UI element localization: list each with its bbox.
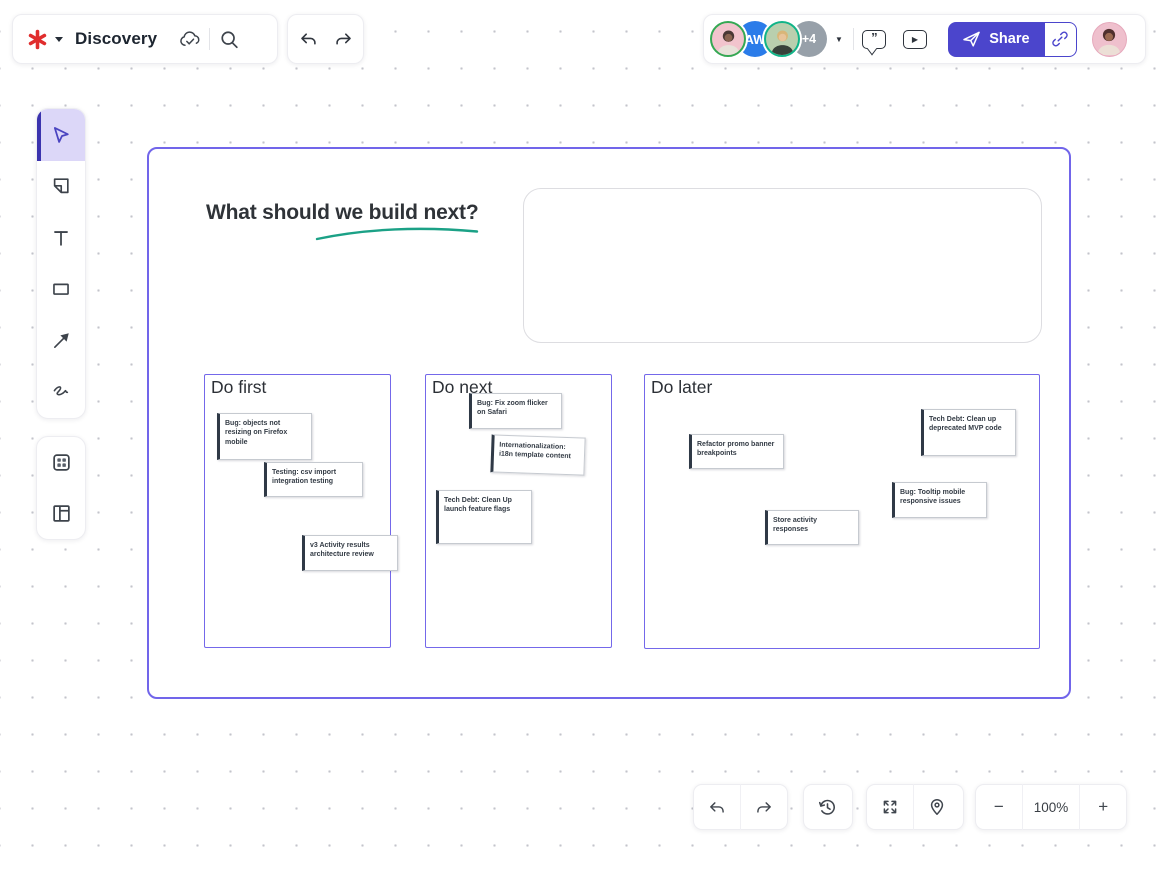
collaborators-dropdown-button[interactable]: ▼ [835, 34, 843, 44]
green-underline-stroke [314, 225, 480, 242]
divider [1021, 784, 1023, 830]
card[interactable]: Testing: csv import integration testing [264, 462, 363, 497]
bottom-undo-redo-card [693, 784, 788, 830]
divider [913, 784, 914, 830]
cloud-check-icon [178, 30, 202, 49]
collaboration-card: AW +4 ▼ ” ▶ [703, 14, 1146, 64]
search-button[interactable] [214, 22, 244, 56]
card-text: Bug: Tooltip mobile responsive issues [900, 489, 966, 506]
search-icon [219, 29, 240, 50]
redo-button[interactable] [741, 784, 787, 830]
divider [852, 28, 854, 50]
card[interactable]: Tech Debt: Clean Up launch feature flags [436, 490, 532, 544]
board-title: Discovery [75, 29, 158, 48]
undo-icon [298, 29, 319, 49]
column-label: Do first [211, 377, 267, 397]
divider [209, 28, 211, 50]
redo-button[interactable] [328, 22, 358, 56]
share-label: Share [989, 31, 1030, 47]
card[interactable]: Internationalization: i18n template cont… [490, 434, 586, 476]
locate-button[interactable] [914, 784, 960, 830]
avatar-stack: AW +4 [710, 21, 827, 57]
zoom-level[interactable]: 100% [1033, 799, 1069, 815]
chevron-down-icon [55, 36, 63, 42]
scribble-icon [50, 381, 72, 403]
saved-status-button[interactable] [175, 22, 205, 56]
arrow-tool[interactable] [37, 315, 85, 367]
history-clock-icon [817, 797, 838, 818]
board-menu-card: Discovery [12, 14, 278, 64]
text-tool[interactable] [37, 212, 85, 264]
card-text: Testing: csv import integration testing [272, 469, 337, 486]
card-text: Store activity responses [773, 517, 817, 534]
play-icon: ▶ [902, 29, 927, 49]
cursor-icon [50, 124, 72, 146]
mural-logo-icon [27, 29, 48, 50]
fullscreen-button[interactable] [867, 784, 913, 830]
card[interactable]: v3 Activity results architecture review [302, 535, 398, 571]
tools-palette-secondary [36, 436, 86, 540]
draw-tool[interactable] [37, 367, 85, 419]
comments-icon: ” [861, 29, 886, 49]
card-text: Internationalization: i18n template cont… [498, 441, 572, 461]
undo-icon [707, 798, 727, 817]
version-history-card [803, 784, 853, 830]
frame-title: What should we build next? [206, 201, 479, 224]
column-label: Do later [651, 377, 713, 397]
tools-palette [36, 108, 86, 419]
card-text: v3 Activity results architecture review [310, 542, 374, 559]
share-split-button: Share [947, 21, 1077, 57]
card-text: Bug: Fix zoom flicker on Safari [477, 400, 548, 417]
frameworks-tool[interactable] [36, 488, 86, 539]
present-button[interactable]: ▶ [900, 22, 930, 56]
comments-button[interactable]: ” [859, 22, 889, 56]
link-icon [1051, 30, 1069, 48]
card[interactable]: Bug: objects not resizing on Firefox mob… [217, 413, 312, 460]
sticky-note-icon [50, 175, 72, 197]
card[interactable]: Bug: Tooltip mobile responsive issues [892, 482, 987, 518]
paper-plane-icon [962, 30, 981, 48]
divider [1079, 784, 1081, 830]
grid-icon [50, 451, 73, 474]
view-controls-card [866, 784, 964, 830]
board-frame[interactable]: What should we build next? Do first Do n… [147, 147, 1071, 699]
share-button[interactable]: Share [947, 21, 1044, 57]
redo-icon [754, 798, 774, 817]
divider [740, 784, 741, 830]
rectangle-icon [50, 278, 72, 300]
card-text: Bug: objects not resizing on Firefox mob… [225, 420, 288, 446]
column-label: Do next [432, 377, 493, 397]
empty-rounded-box[interactable] [523, 188, 1042, 343]
sticky-note-tool[interactable] [37, 161, 85, 213]
collaborator-avatar[interactable] [764, 21, 800, 57]
card-text: Tech Debt: Clean up deprecated MVP code [929, 416, 1002, 433]
arrow-icon [50, 330, 72, 352]
card[interactable]: Bug: Fix zoom flicker on Safari [469, 393, 562, 429]
undo-button[interactable] [293, 22, 323, 56]
profile-avatar[interactable] [1091, 21, 1127, 57]
card[interactable]: Refactor promo banner breakpoints [689, 434, 784, 469]
card-text: Tech Debt: Clean Up launch feature flags [444, 497, 512, 514]
select-tool[interactable] [37, 109, 85, 161]
layout-icon [50, 502, 73, 525]
card[interactable]: Tech Debt: Clean up deprecated MVP code [921, 409, 1016, 456]
expand-icon [880, 797, 900, 817]
zoom-out-button[interactable]: − [993, 797, 1004, 816]
history-card [287, 14, 364, 64]
shape-tool[interactable] [37, 264, 85, 316]
templates-tool[interactable] [36, 437, 86, 488]
text-icon [50, 227, 72, 249]
history-button[interactable] [804, 784, 850, 830]
zoom-controls-card: − 100% + [975, 784, 1127, 830]
copy-link-button[interactable] [1043, 21, 1077, 57]
zoom-in-button[interactable]: + [1098, 797, 1109, 816]
card[interactable]: Store activity responses [765, 510, 859, 545]
map-pin-icon [927, 797, 947, 817]
workspace-menu-button[interactable] [27, 29, 63, 50]
redo-icon [333, 29, 354, 49]
collaborator-avatar[interactable] [710, 21, 746, 57]
undo-button[interactable] [694, 784, 740, 830]
card-text: Refactor promo banner breakpoints [697, 441, 775, 458]
